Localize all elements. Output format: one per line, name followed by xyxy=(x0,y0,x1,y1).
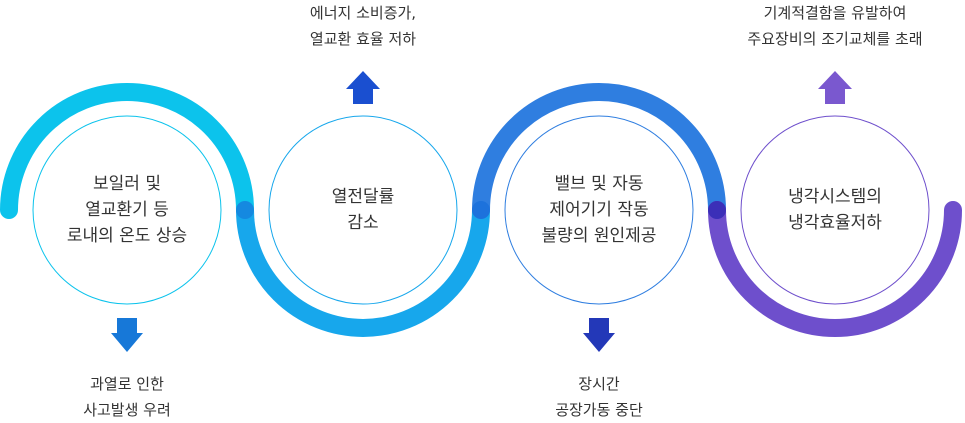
wave-joint-2 xyxy=(472,201,490,219)
step-2-label: 열전달률 감소 xyxy=(273,184,453,236)
step-3-note-line-2: 공장가동 중단 xyxy=(555,401,643,419)
step-1-line-1: 보일러 및 xyxy=(93,174,161,194)
arrow-up-icon xyxy=(346,71,380,104)
step-1-line-2: 열교환기 등 xyxy=(85,200,169,220)
step-1-note: 과열로 인한 사고발생 우려 xyxy=(0,371,257,423)
step-3-note-line-1: 장시간 xyxy=(578,375,620,393)
step-1-label: 보일러 및 열교환기 등 로내의 온도 상승 xyxy=(37,171,217,249)
step-circle-1 xyxy=(32,115,222,305)
step-3-line-1: 밸브 및 자동 xyxy=(554,174,644,194)
step-3-line-2: 제어기기 작동 xyxy=(549,200,649,220)
arrow-up-icon xyxy=(818,71,852,104)
wave-segment-1 xyxy=(0,83,254,219)
step-1-line-3: 로내의 온도 상승 xyxy=(66,226,188,246)
wave-joint-3 xyxy=(708,201,726,219)
step-3-label: 밸브 및 자동 제어기기 작동 불량의 원인제공 xyxy=(509,171,689,249)
step-1-note-line-2: 사고발생 우려 xyxy=(83,401,171,419)
arrow-down-icon xyxy=(111,318,143,352)
arrow-down-icon xyxy=(583,318,615,352)
step-2-note: 에너지 소비증가, 열교환 효율 저하 xyxy=(233,0,493,52)
step-4-note-line-1: 기계적결함을 유발하여 xyxy=(763,4,907,22)
step-2-note-line-1: 에너지 소비증가, xyxy=(309,4,417,22)
step-3-note: 장시간 공장가동 중단 xyxy=(469,371,729,423)
step-circle-3 xyxy=(504,115,694,305)
wave-segment-4 xyxy=(708,201,962,337)
step-4-line-1: 냉각시스템의 xyxy=(788,187,882,207)
step-circle-4 xyxy=(740,115,930,305)
step-2-note-line-2: 열교환 효율 저하 xyxy=(309,30,417,48)
step-2-line-2: 감소 xyxy=(347,213,379,233)
wave-segment-2 xyxy=(236,209,490,337)
wave-segment-3 xyxy=(472,83,726,211)
step-2-line-1: 열전달률 xyxy=(331,187,395,207)
step-4-line-2: 냉각효율저하 xyxy=(788,213,882,233)
step-3-line-3: 불량의 원인제공 xyxy=(541,226,657,246)
step-4-label: 냉각시스템의 냉각효율저하 xyxy=(745,184,925,236)
wave-joint-1 xyxy=(236,201,254,219)
step-4-note: 기계적결함을 유발하여 주요장비의 조기교체를 초래 xyxy=(705,0,965,52)
step-4-note-line-2: 주요장비의 조기교체를 초래 xyxy=(747,30,923,48)
step-1-note-line-1: 과열로 인한 xyxy=(90,375,164,393)
step-circle-2 xyxy=(268,115,458,305)
